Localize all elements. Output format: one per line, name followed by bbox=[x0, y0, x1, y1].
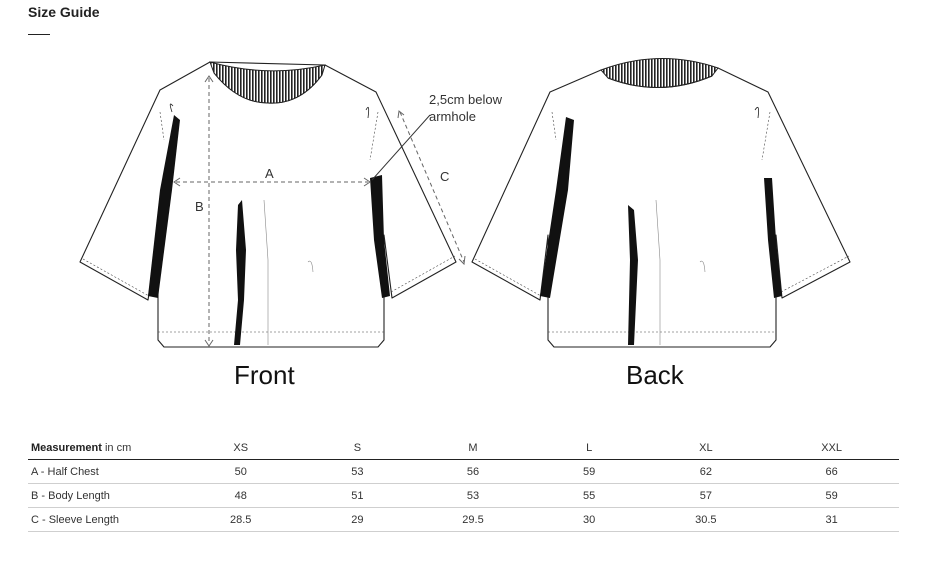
table-cell: 56 bbox=[415, 459, 531, 484]
table-cell: 51 bbox=[299, 483, 416, 508]
table-row: C - Sleeve Length 28.5 29 29.5 30 30.5 3… bbox=[28, 507, 899, 532]
header-size-xl: XL bbox=[647, 437, 765, 460]
table-cell: 31 bbox=[764, 507, 899, 532]
back-caption: Back bbox=[626, 360, 684, 390]
dimension-label-b: B bbox=[195, 199, 204, 214]
page-title: Size Guide bbox=[28, 4, 100, 20]
table-cell: 30 bbox=[530, 507, 648, 532]
table-cell: 55 bbox=[530, 483, 648, 508]
table-cell: 29 bbox=[299, 507, 416, 532]
table-cell: 28.5 bbox=[181, 507, 300, 532]
measurement-lines bbox=[173, 75, 466, 347]
dimension-label-c: C bbox=[440, 169, 449, 184]
header-unit: in cm bbox=[101, 442, 132, 454]
row-label: C - Sleeve Length bbox=[28, 507, 182, 532]
table-cell: 59 bbox=[764, 483, 899, 508]
header-size-l: L bbox=[530, 437, 648, 460]
front-tshirt-drawing bbox=[79, 61, 457, 348]
table-cell: 53 bbox=[299, 459, 416, 484]
table-cell: 48 bbox=[181, 483, 300, 508]
table-cell: 59 bbox=[530, 459, 648, 484]
table-cell: 30.5 bbox=[647, 507, 765, 532]
table-header-row: Measurement in cm XS S M L XL XXL bbox=[28, 437, 899, 460]
back-tshirt-drawing bbox=[471, 58, 851, 348]
header-measurement-bold: Measurement bbox=[31, 442, 102, 454]
garment-illustrations: A B C 2,5cm below armhole bbox=[79, 58, 851, 348]
table-cell: 57 bbox=[647, 483, 765, 508]
row-label: A - Half Chest bbox=[28, 459, 182, 484]
table-row: A - Half Chest 50 53 56 59 62 66 bbox=[28, 459, 899, 484]
size-table: Measurement in cm XS S M L XL XXL A - Ha… bbox=[28, 437, 899, 532]
header-size-s: S bbox=[299, 437, 416, 460]
table-cell: 50 bbox=[181, 459, 300, 484]
table-cell: 62 bbox=[647, 459, 765, 484]
dimension-label-a: A bbox=[265, 166, 274, 181]
header-size-xxl: XXL bbox=[764, 437, 899, 460]
title-divider bbox=[28, 34, 50, 35]
front-caption: Front bbox=[234, 360, 295, 390]
header-size-xs: XS bbox=[181, 437, 300, 460]
table-cell: 53 bbox=[415, 483, 531, 508]
table-row: B - Body Length 48 51 53 55 57 59 bbox=[28, 483, 899, 508]
armhole-note-line2: armhole bbox=[429, 109, 476, 124]
header-measurement: Measurement in cm bbox=[28, 437, 182, 460]
table-cell: 66 bbox=[764, 459, 899, 484]
table-cell: 29.5 bbox=[415, 507, 531, 532]
armhole-note-line1: 2,5cm below bbox=[429, 92, 503, 107]
row-label: B - Body Length bbox=[28, 483, 182, 508]
header-size-m: M bbox=[415, 437, 531, 460]
